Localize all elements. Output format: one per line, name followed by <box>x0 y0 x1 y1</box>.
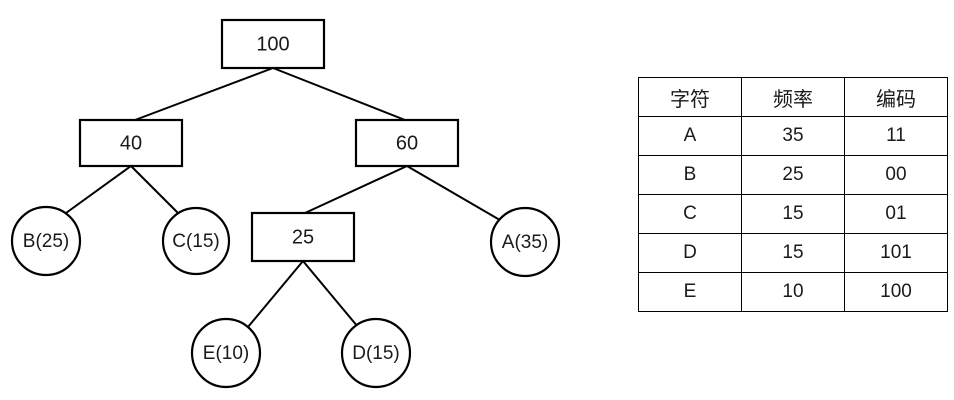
cell-code: 00 <box>844 155 948 195</box>
node-label-40: 40 <box>120 132 142 154</box>
cell-character: E <box>638 272 742 312</box>
cell-character: C <box>638 194 742 234</box>
cell-frequency: 15 <box>741 233 845 273</box>
tree-edges <box>65 67 506 328</box>
table-head: 字符 频率 编码 <box>638 77 948 117</box>
node-label-60: 60 <box>396 132 418 154</box>
node-box-60 <box>354 118 460 168</box>
edge-25-to-E <box>247 260 304 328</box>
tree-leaf-A[interactable]: A(35) <box>489 206 561 278</box>
header-character: 字符 <box>638 77 742 117</box>
cell-character: B <box>638 155 742 195</box>
edge-root-to-40 <box>134 67 274 121</box>
edge-root-to-60 <box>272 67 406 121</box>
table-body: A 35 11 B 25 00 C 15 01 D 15 101 <box>638 116 948 312</box>
table-row: A 35 11 <box>638 116 948 156</box>
node-box-root <box>220 18 326 70</box>
cell-frequency: 25 <box>741 155 845 195</box>
node-label-root: 100 <box>256 33 289 55</box>
table-row: E 10 100 <box>638 272 948 312</box>
leaf-label-B: B(25) <box>23 231 69 252</box>
edge-40-to-C <box>130 165 181 216</box>
cell-frequency: 35 <box>741 116 845 156</box>
edge-40-to-B <box>65 165 132 214</box>
edge-25-to-D <box>302 260 359 328</box>
tree-node-60[interactable]: 60 <box>354 118 460 168</box>
edge-60-to-25 <box>304 165 408 214</box>
leaf-label-A: A(35) <box>502 232 548 253</box>
table-row: C 15 01 <box>638 194 948 234</box>
tree-node-40[interactable]: 40 <box>78 118 184 168</box>
cell-character: D <box>638 233 742 273</box>
table-row: B 25 00 <box>638 155 948 195</box>
cell-code: 11 <box>844 116 948 156</box>
cell-code: 01 <box>844 194 948 234</box>
leaf-label-C: C(15) <box>172 231 220 252</box>
node-box-40 <box>78 118 184 168</box>
leaf-circle-E <box>190 317 262 389</box>
huffman-code-table: 字符 频率 编码 A 35 11 B 25 00 C 15 <box>638 77 948 312</box>
node-box-25 <box>250 211 356 263</box>
cell-frequency: 10 <box>741 272 845 312</box>
leaf-circle-D <box>340 317 412 389</box>
leaf-label-D: D(15) <box>352 343 400 364</box>
leaf-circle-B <box>10 205 82 277</box>
tree-leaf-B[interactable]: B(25) <box>10 205 82 277</box>
tree-node-root[interactable]: 100 <box>220 18 326 70</box>
tree-leaf-D[interactable]: D(15) <box>340 317 412 389</box>
cell-code: 101 <box>844 233 948 273</box>
table-header-row: 字符 频率 编码 <box>638 77 948 117</box>
table-row: D 15 101 <box>638 233 948 273</box>
leaf-label-E: E(10) <box>203 343 249 364</box>
tree-leaf-C[interactable]: C(15) <box>161 206 231 276</box>
header-code: 编码 <box>844 77 948 117</box>
huffman-code-table-container: 字符 频率 编码 A 35 11 B 25 00 C 15 <box>638 77 948 312</box>
node-label-25: 25 <box>292 226 314 248</box>
header-frequency: 频率 <box>741 77 845 117</box>
cell-character: A <box>638 116 742 156</box>
tree-node-25[interactable]: 25 <box>250 211 356 263</box>
tree-leaf-E[interactable]: E(10) <box>190 317 262 389</box>
leaf-circle-C <box>161 206 231 276</box>
leaf-circle-A <box>489 206 561 278</box>
cell-code: 100 <box>844 272 948 312</box>
cell-frequency: 15 <box>741 194 845 234</box>
edge-60-to-A <box>406 165 506 224</box>
